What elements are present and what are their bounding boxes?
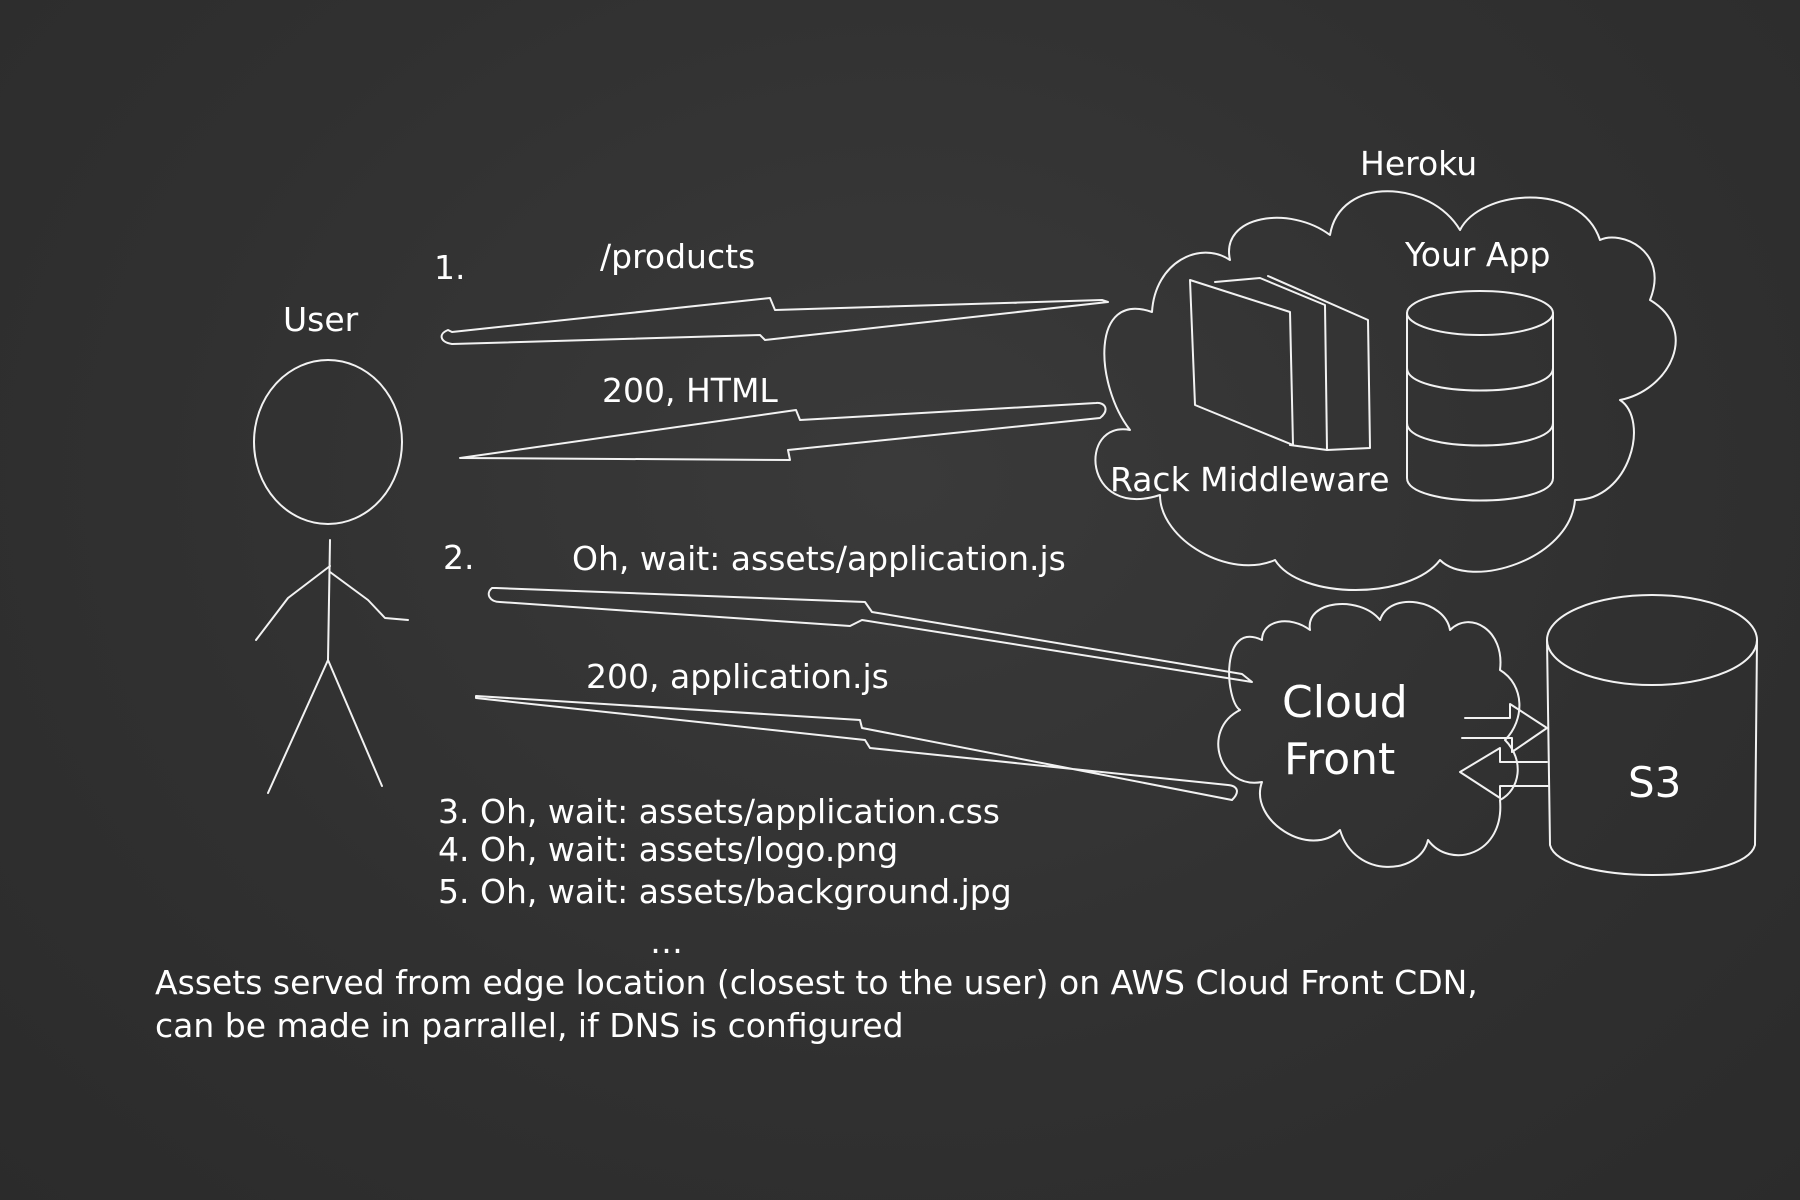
user-left-arm xyxy=(255,565,331,641)
cloudfront-to-s3-arrow xyxy=(1461,703,1548,753)
s3-body xyxy=(1546,639,1758,876)
middleware-layer-1 xyxy=(1189,279,1294,446)
step-2-response-label: 200, application.js xyxy=(586,657,889,696)
db-body xyxy=(1406,312,1554,502)
more-steps-ellipsis: … xyxy=(650,922,683,961)
step-3-label: 3. Oh, wait: assets/application.css xyxy=(438,792,1000,831)
s3-top xyxy=(1546,594,1758,686)
step-4-label: 4. Oh, wait: assets/logo.png xyxy=(438,830,899,869)
step-1-request-label: /products xyxy=(600,237,756,276)
request-products-arrow[interactable] xyxy=(440,297,1109,345)
response-application-js-arrow[interactable] xyxy=(475,695,1238,801)
s3-label: S3 xyxy=(1628,758,1682,807)
user-right-arm xyxy=(329,571,409,621)
middleware-layer-3 xyxy=(1267,275,1371,451)
heroku-cloud xyxy=(1094,190,1677,591)
s3-bucket-icon xyxy=(1546,594,1758,876)
request-application-js-arrow[interactable] xyxy=(487,587,1253,683)
rack-middleware-layers xyxy=(1189,275,1371,451)
user-stick-figure xyxy=(253,359,409,794)
user-label: User xyxy=(283,300,359,339)
cloudfront-cloud xyxy=(1217,601,1521,868)
rack-middleware-label: Rack Middleware xyxy=(1110,460,1390,499)
db-ring-1 xyxy=(1406,367,1554,392)
heroku-label: Heroku xyxy=(1360,144,1478,183)
db-top xyxy=(1406,290,1554,336)
step-2-number: 2. xyxy=(443,538,475,577)
cloud-front-label-line1: Cloud xyxy=(1282,677,1408,728)
footnote-line-1: Assets served from edge location (closes… xyxy=(155,963,1478,1002)
middleware-layer-2 xyxy=(1214,277,1328,451)
db-ring-2 xyxy=(1406,422,1554,447)
footnote-line-2: can be made in parrallel, if DNS is conf… xyxy=(155,1006,904,1045)
step-1-response-label: 200, HTML xyxy=(602,371,778,410)
response-html-arrow[interactable] xyxy=(459,401,1107,461)
your-app-label: Your App xyxy=(1405,235,1551,274)
step-5-label: 5. Oh, wait: assets/background.jpg xyxy=(438,872,1012,911)
user-right-leg xyxy=(327,659,383,787)
step-2-request-label: Oh, wait: assets/application.js xyxy=(572,539,1066,578)
step-1-number: 1. xyxy=(434,248,466,287)
app-database-icon xyxy=(1406,290,1554,502)
user-body-left-leg xyxy=(267,539,331,794)
user-head xyxy=(253,359,403,525)
cloud-front-label-line2: Front xyxy=(1284,734,1396,785)
s3-to-cloudfront-arrow xyxy=(1459,747,1549,799)
